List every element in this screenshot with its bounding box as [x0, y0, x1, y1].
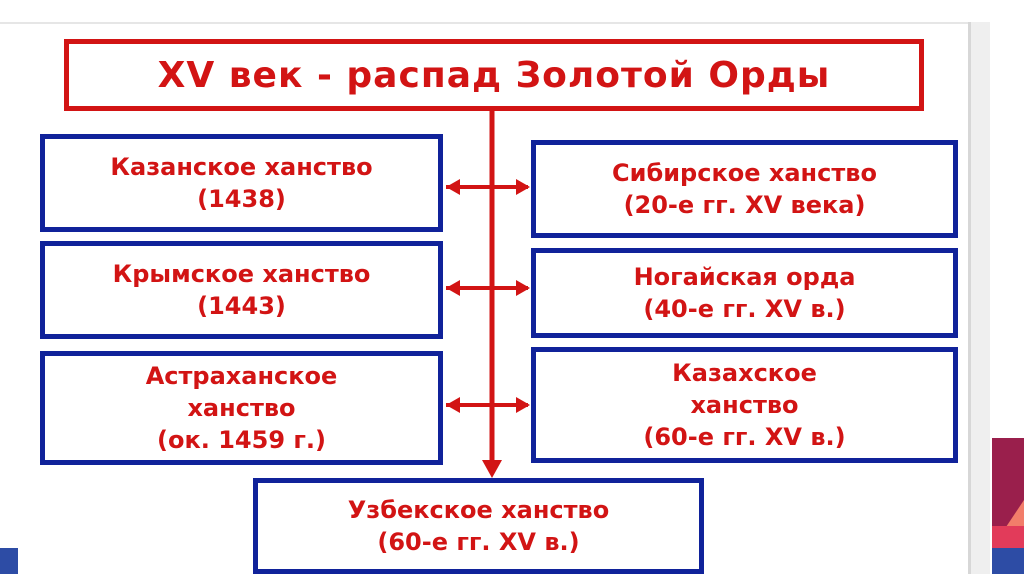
title-box: XV век - распад Золотой Орды [64, 39, 924, 111]
decorative-stripe-pink [992, 526, 1024, 548]
khanate-date: (40-е гг. XV в.) [643, 295, 846, 323]
khanate-date: (60-е гг. XV в.) [643, 423, 846, 451]
khanate-name-line2: ханство [187, 394, 296, 422]
khanate-name: Ногайская орда [633, 263, 856, 291]
decorative-stripe-blue [992, 548, 1024, 574]
box-krym-khanate: Крымское ханство (1443) [40, 241, 443, 339]
khanate-name-line2: ханство [690, 391, 799, 419]
khanate-date: (1438) [197, 185, 286, 213]
khanate-name: Казанское ханство [110, 153, 373, 181]
slide-right-frame [968, 22, 990, 574]
khanate-date: (ок. 1459 г.) [157, 426, 326, 454]
khanate-name: Крымское ханство [112, 260, 371, 288]
khanate-date: (20-е гг. XV века) [623, 191, 866, 219]
box-sibir-khanate: Сибирское ханство (20-е гг. XV века) [531, 140, 958, 238]
decorative-corner-bar [0, 548, 18, 574]
slide-top-line [0, 22, 975, 24]
box-kazan-khanate: Казанское ханство (1438) [40, 134, 443, 232]
khanate-name: Сибирское ханство [612, 159, 877, 187]
khanate-date: (60-е гг. XV в.) [377, 528, 580, 556]
khanate-name-line1: Казахское [672, 359, 817, 387]
box-uzbek-khanate: Узбекское ханство (60-е гг. XV в.) [253, 478, 704, 574]
box-astrakhan-khanate: Астраханское ханство (ок. 1459 г.) [40, 351, 443, 465]
khanate-name: Узбекское ханство [347, 496, 610, 524]
box-kazakh-khanate: Казахское ханство (60-е гг. XV в.) [531, 347, 958, 463]
khanate-name-line1: Астраханское [145, 362, 338, 390]
box-nogai-horde: Ногайская орда (40-е гг. XV в.) [531, 248, 958, 338]
page-title: XV век - распад Золотой Орды [157, 54, 831, 96]
trunk-arrowhead [482, 460, 502, 478]
khanate-date: (1443) [197, 292, 286, 320]
